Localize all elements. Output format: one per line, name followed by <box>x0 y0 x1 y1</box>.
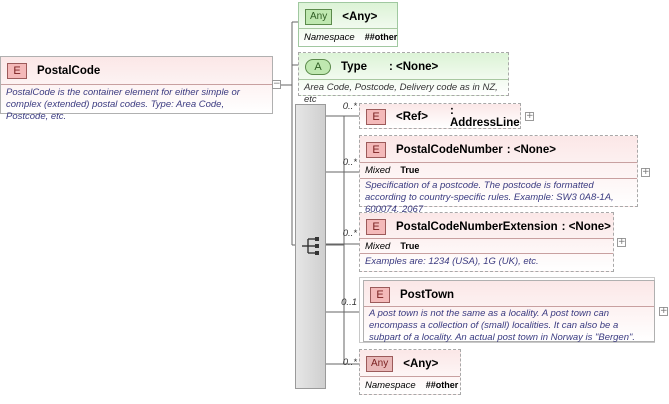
mixed-label: Mixed <box>365 241 391 252</box>
child-ref-addressline[interactable]: E <Ref> : AddressLine <box>359 103 521 129</box>
attribute-badge: A <box>305 59 331 75</box>
element-description: Specification of a postcode. The postcod… <box>365 180 614 215</box>
element-type: : <None> <box>506 144 556 156</box>
element-name: PostalCodeNumber <box>396 144 503 156</box>
child-any-element[interactable]: Any <Any> Namespace ##other <box>359 349 461 395</box>
mixed-value: True <box>400 241 420 251</box>
collapse-toggle[interactable]: − <box>272 79 281 89</box>
child-postalcodenumber[interactable]: E PostalCodeNumber : <None> Mixed True S… <box>359 135 638 215</box>
expand-toggle[interactable]: + <box>641 167 650 177</box>
element-type: : AddressLine <box>449 105 520 129</box>
element-badge: E <box>366 142 386 158</box>
element-badge: E <box>366 219 386 235</box>
type-attribute-box[interactable]: A Type : <None> Area Code, Postcode, Del… <box>298 52 509 105</box>
element-description: PostalCode is the container element for … <box>6 87 240 122</box>
child-posttown[interactable]: E PostTown A post town is not the same a… <box>363 280 655 343</box>
cardinality-label: 0..* <box>342 228 357 239</box>
sequence-icon <box>302 237 319 255</box>
mixed-label: Mixed <box>365 165 391 176</box>
attribute-description: Area Code, Postcode, Delivery code as in… <box>304 82 498 105</box>
element-name: PostTown <box>400 289 455 301</box>
any-name: <Any> <box>403 358 439 370</box>
namespace-label: Namespace <box>365 380 416 391</box>
namespace-value: ##other <box>364 32 398 42</box>
cardinality-label: 0..* <box>342 157 357 168</box>
element-badge: E <box>370 287 390 303</box>
expand-toggle[interactable]: + <box>659 306 668 316</box>
mixed-value: True <box>400 165 420 175</box>
element-name: PostalCode <box>37 65 101 77</box>
sequence-compositor[interactable] <box>295 104 326 389</box>
namespace-label: Namespace <box>304 32 355 43</box>
element-description: Examples are: 1234 (USA), 1G (UK), etc. <box>365 256 539 267</box>
any-attribute-badge: Any <box>305 9 333 25</box>
child-postalcodenumberextension[interactable]: E PostalCodeNumberExtension : <None> Mix… <box>359 212 614 272</box>
root-element-postalcode[interactable]: E PostalCode PostalCode is the container… <box>0 56 273 122</box>
element-badge: E <box>366 109 386 125</box>
cardinality-label: 0..* <box>342 357 357 368</box>
cardinality-label: 0..1 <box>341 297 357 308</box>
element-badge: E <box>7 63 27 79</box>
any-badge: Any <box>366 356 394 372</box>
namespace-value: ##other <box>425 380 459 390</box>
element-type: : <None> <box>561 221 611 233</box>
attribute-type: : <None> <box>389 61 439 73</box>
expand-toggle[interactable]: + <box>525 111 534 121</box>
element-name: <Ref> <box>396 111 428 123</box>
any-attribute-box[interactable]: Any <Any> Namespace ##other <box>298 2 398 47</box>
expand-toggle[interactable]: + <box>617 237 626 247</box>
element-name: PostalCodeNumberExtension <box>396 221 558 233</box>
attribute-name: Type <box>341 61 367 73</box>
cardinality-label: 0..* <box>342 101 357 112</box>
element-description: A post town is not the same as a localit… <box>369 308 636 343</box>
any-attribute-name: <Any> <box>342 11 378 23</box>
